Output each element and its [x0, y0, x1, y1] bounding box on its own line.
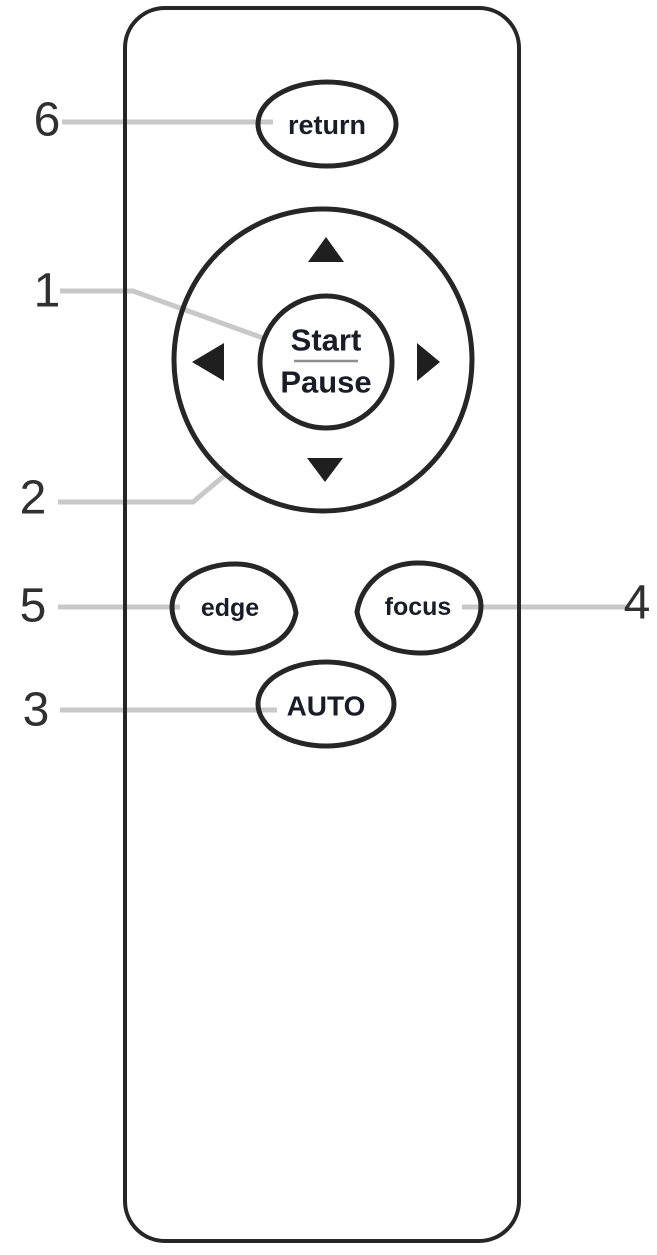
dpad-ring[interactable]: [171, 206, 475, 514]
auto-button[interactable]: AUTO: [255, 659, 397, 749]
arrow-left-icon[interactable]: [192, 343, 224, 381]
callout-1-leader-line: [60, 288, 264, 341]
return-button[interactable]: return: [255, 79, 399, 169]
start-pause-button[interactable]: Start Pause: [257, 293, 395, 431]
dpad-ring-outline[interactable]: [171, 206, 475, 514]
callout-2-leader-line: [58, 473, 227, 505]
edge-button-label: edge: [201, 594, 259, 622]
auto-button-label: AUTO: [287, 691, 366, 722]
pause-label: Pause: [280, 365, 371, 400]
arrow-up-icon[interactable]: [308, 237, 344, 262]
edge-button-outline[interactable]: [169, 561, 299, 656]
callout-number-3: 3: [23, 684, 50, 737]
callout-leader-lines: [58, 119, 630, 713]
return-button-outline[interactable]: [255, 79, 399, 169]
edge-button[interactable]: edge: [169, 561, 299, 656]
return-button-label: return: [288, 110, 366, 140]
callout-numbers: 1 2 3 4 5 6: [20, 94, 651, 737]
remote-body-outline: [123, 6, 521, 1243]
callout-number-5: 5: [20, 580, 47, 633]
callout-number-1: 1: [34, 265, 61, 318]
callout-number-2: 2: [20, 472, 47, 525]
callout-number-4: 4: [624, 577, 651, 630]
callout-number-6: 6: [34, 94, 61, 147]
arrow-down-icon[interactable]: [307, 458, 343, 482]
auto-button-outline[interactable]: [255, 659, 397, 749]
start-label: Start: [291, 323, 362, 358]
focus-button-outline[interactable]: [354, 560, 484, 656]
start-pause-button-outline[interactable]: [257, 293, 395, 431]
arrow-right-icon[interactable]: [417, 343, 440, 381]
focus-button-label: focus: [385, 593, 452, 621]
focus-button[interactable]: focus: [354, 560, 484, 656]
